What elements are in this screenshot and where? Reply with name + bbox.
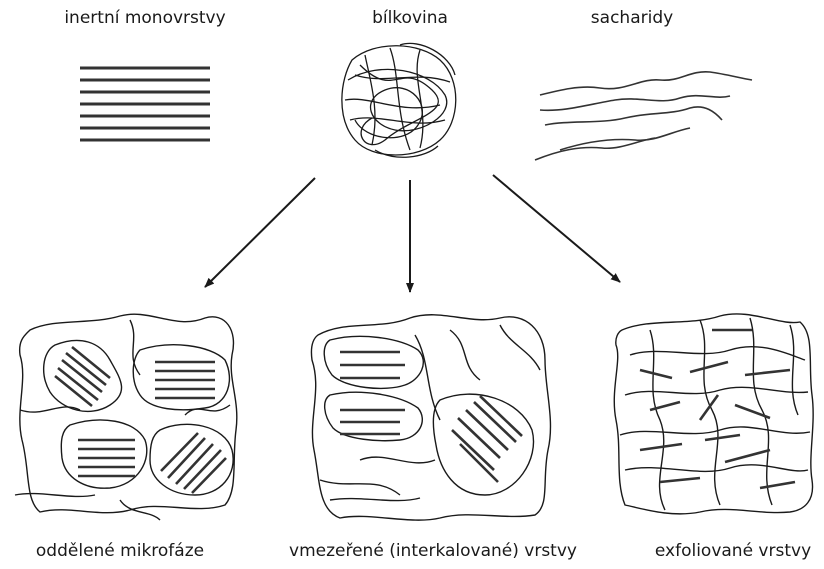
arrow-left: [205, 178, 315, 287]
exfoliated-layers-icon: [614, 314, 813, 514]
separated-microphases-icon: [15, 314, 237, 520]
intercalated-layers-icon: [311, 315, 550, 520]
inert-monolayers-icon: [80, 68, 210, 140]
protein-coil-icon: [342, 43, 456, 157]
arrows: [205, 175, 620, 292]
arrow-right: [493, 175, 620, 282]
saccharides-chains-icon: [535, 72, 752, 160]
